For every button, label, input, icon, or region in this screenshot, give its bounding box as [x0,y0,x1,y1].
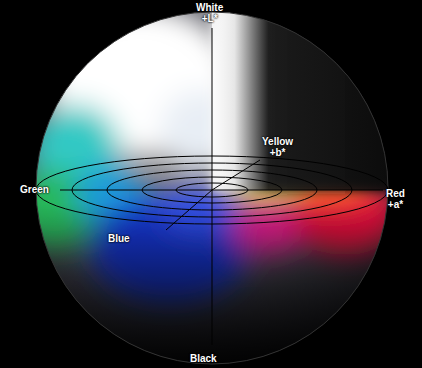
axis-label: Yellow +b* [262,136,293,158]
axis-label: Black [190,353,217,364]
axis-label: White +L* [196,2,223,24]
axis-label: Green [20,184,49,195]
axis-label: Blue [108,233,130,244]
axis-label: Red +a* [386,188,405,210]
